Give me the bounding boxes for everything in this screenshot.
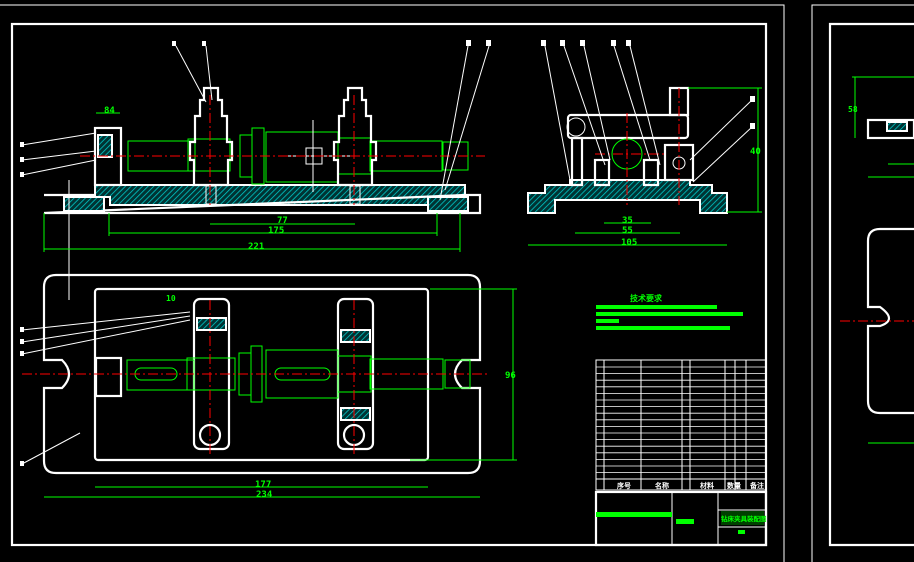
- front-view-dimensions: 84 77 175 221: [43, 106, 461, 252]
- dim-58: 58: [848, 105, 858, 114]
- dim-175: 175: [268, 226, 284, 236]
- bom-header-material: 材料: [699, 481, 714, 490]
- dim-10: 10: [166, 294, 176, 303]
- technical-requirements: 技术要求: [596, 293, 743, 330]
- dim-96: 96: [505, 371, 516, 381]
- title-block: 钻床夹具装配图: [594, 490, 768, 547]
- bill-of-materials: 序号 名称 材料 数量 备注: [595, 359, 767, 491]
- bom-header-remark: 备注: [749, 481, 764, 490]
- drawing-title: 钻床夹具装配图: [721, 514, 767, 523]
- plan-view-dimensions: 177 234 96 10: [44, 288, 517, 500]
- dim-221: 221: [248, 242, 264, 252]
- dim-84: 84: [104, 106, 115, 116]
- side-view-dimensions: 35 55 105 40: [528, 87, 762, 248]
- dim-35: 35: [622, 216, 633, 226]
- bom-header-name: 名称: [655, 481, 669, 490]
- dim-234: 234: [256, 490, 273, 500]
- tech-requirements-title: 技术要求: [630, 293, 663, 303]
- dim-40: 40: [750, 147, 761, 157]
- side-view: [527, 86, 728, 214]
- plan-view: [22, 273, 490, 475]
- sheet-frame-left: [0, 4, 785, 562]
- dim-177: 177: [255, 480, 271, 490]
- sheet-frame-right: [811, 4, 914, 562]
- bom-header-no: 序号: [616, 481, 631, 490]
- dim-77: 77: [277, 216, 288, 226]
- bom-header-qty: 数量: [727, 481, 741, 490]
- dim-105: 105: [621, 238, 637, 248]
- right-sheet-partial: 58: [840, 76, 914, 444]
- dim-55: 55: [622, 226, 633, 236]
- part-leaders: [20, 40, 755, 466]
- front-view: [43, 86, 485, 300]
